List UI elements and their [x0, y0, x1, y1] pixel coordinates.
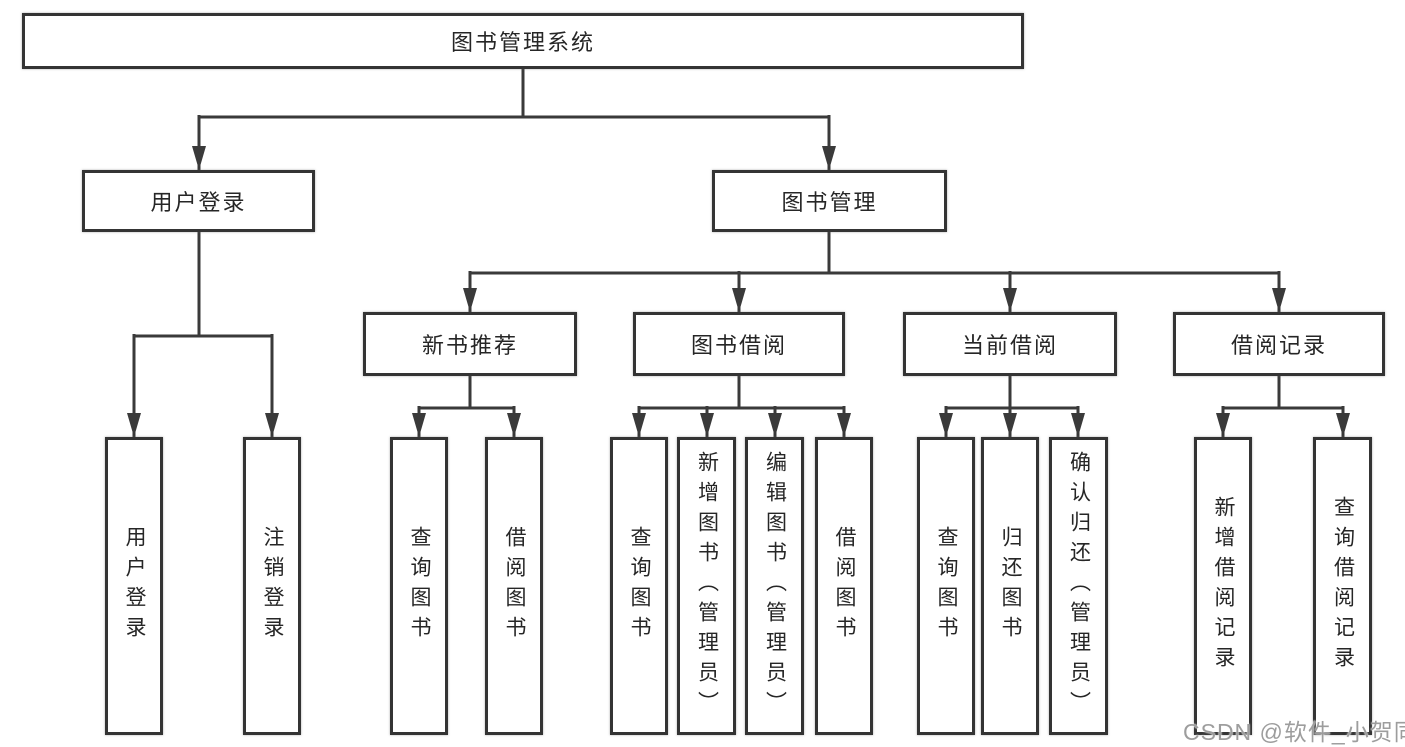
- node-label: 注销登录: [261, 526, 285, 646]
- node-borrow-borrow-book: 借阅图书: [815, 437, 873, 735]
- node-label: 用户登录: [150, 190, 247, 215]
- node-record-query-borrow-record: 查询借阅记录: [1313, 437, 1372, 735]
- node-label: 归还图书: [999, 526, 1023, 646]
- node-label: 新增图书（管理员）: [695, 451, 719, 721]
- node-label: 借阅图书: [503, 526, 527, 646]
- node-book-borrow: 图书借阅: [633, 312, 845, 376]
- node-label: 用户登录: [123, 526, 147, 646]
- node-label: 借阅记录: [1230, 333, 1327, 358]
- node-label: 新增借阅记录: [1212, 496, 1236, 676]
- node-borrow-query-book: 查询图书: [610, 437, 668, 735]
- node-new-book-recommend: 新书推荐: [363, 312, 577, 376]
- node-label: 查询图书: [408, 526, 432, 646]
- node-user-login: 用户登录: [82, 170, 315, 232]
- node-label: 借阅图书: [833, 526, 857, 646]
- node-label: 图书借阅: [690, 333, 787, 358]
- node-label: 当前借阅: [961, 333, 1058, 358]
- node-login-leaf: 用户登录: [105, 437, 163, 735]
- node-record-add-borrow-record: 新增借阅记录: [1194, 437, 1252, 735]
- node-label: 图书管理: [781, 190, 878, 215]
- node-current-confirm-return-admin: 确认归还（管理员）: [1049, 437, 1108, 735]
- node-label: 查询图书: [628, 526, 652, 646]
- node-borrow-edit-book-admin: 编辑图书（管理员）: [745, 437, 804, 735]
- node-label: 查询借阅记录: [1331, 496, 1355, 676]
- node-current-query-book: 查询图书: [917, 437, 975, 735]
- node-borrow-add-book-admin: 新增图书（管理员）: [677, 437, 736, 735]
- node-current-borrow: 当前借阅: [903, 312, 1117, 376]
- node-current-return-book: 归还图书: [981, 437, 1039, 735]
- node-borrow-record: 借阅记录: [1173, 312, 1385, 376]
- node-newbook-borrow-book: 借阅图书: [485, 437, 543, 735]
- node-book-management: 图书管理: [712, 170, 947, 232]
- node-label: 查询图书: [935, 526, 959, 646]
- node-label: 确认归还（管理员）: [1067, 451, 1091, 721]
- node-label: 新书推荐: [421, 333, 518, 358]
- node-label: 编辑图书（管理员）: [763, 451, 787, 721]
- node-newbook-query-book: 查询图书: [390, 437, 448, 735]
- node-label: 图书管理系统: [450, 30, 595, 55]
- watermark: CSDN @软件_小贺同学: [1183, 719, 1405, 745]
- node-logout-leaf: 注销登录: [243, 437, 301, 735]
- node-library-management-system: 图书管理系统: [22, 13, 1024, 69]
